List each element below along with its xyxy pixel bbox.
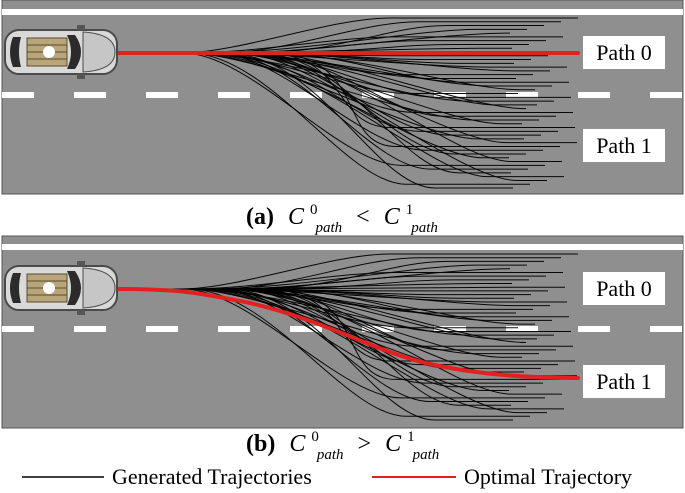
caption-b-sup2: 1 [407, 429, 415, 445]
top-lane-line-a [2, 9, 683, 15]
caption-a-op: < [356, 204, 370, 230]
svg-text:(a) C 0 path: (a) C 0 path < C 1 path [246, 194, 438, 238]
b-generated-trajectory [118, 288, 513, 421]
legend-optimal-label: Optimal Trajectory [464, 464, 632, 489]
generated-trajectories-b [118, 253, 578, 421]
caption-a: (a) C 0 path < C 1 path [246, 194, 438, 238]
legend-generated-label: Generated Trajectories [112, 464, 312, 489]
ego-car-a-icon [4, 24, 118, 80]
b-generated-trajectory [118, 253, 578, 290]
path0-label-a: Path 0 [583, 36, 665, 69]
path1-label-b: Path 1 [583, 365, 665, 398]
b-generated-trajectory [118, 288, 511, 406]
a-generated-trajectory [118, 52, 547, 181]
a-generated-trajectory [118, 52, 513, 189]
a-generated-trajectory [118, 52, 564, 178]
caption-a-sup1: 0 [310, 202, 318, 218]
a-generated-trajectory [118, 52, 524, 140]
path1-text-b: Path 1 [596, 369, 652, 394]
a-generated-trajectory [118, 52, 543, 151]
b-generated-trajectory [118, 288, 569, 318]
top-lane-line-b [2, 244, 683, 250]
caption-a-letter: (a) [246, 204, 274, 230]
a-generated-trajectory [118, 52, 528, 170]
path1-text-a: Path 1 [596, 133, 652, 158]
caption-a-c2: C [384, 204, 401, 230]
b-generated-trajectory [118, 288, 530, 417]
path0-text-b: Path 0 [596, 276, 652, 301]
a-generated-trajectory [118, 52, 560, 147]
path1-label-a: Path 1 [583, 129, 665, 162]
a-generated-trajectory [118, 52, 562, 163]
b-generated-trajectory [118, 288, 509, 391]
optimal-trajectory-b [116, 287, 580, 380]
b-generated-trajectory [118, 288, 562, 395]
b-generated-trajectory [118, 288, 543, 384]
caption-a-sub1: path [315, 220, 343, 236]
a-generated-trajectory [118, 52, 509, 159]
legend: Generated Trajectories Optimal Trajector… [22, 464, 632, 489]
panel-b: Path 0 Path 1 [1, 235, 684, 429]
svg-text:(b) C 0 path: (b) C 0 path > C 1 path [246, 421, 439, 465]
b-generated-trajectory [118, 288, 528, 403]
caption-b-c2: C [385, 431, 402, 457]
caption-b-sub1: path [316, 447, 344, 463]
ego-car-b-icon [4, 260, 118, 316]
caption-b-letter: (b) [246, 431, 275, 457]
caption-a-c1: C [288, 204, 305, 230]
caption-b: (b) C 0 path > C 1 path [246, 421, 439, 465]
caption-b-sub2: path [412, 447, 440, 463]
b-generated-trajectory [118, 288, 564, 410]
caption-b-c1: C [289, 431, 306, 457]
caption-b-op: > [358, 431, 372, 457]
path0-label-b: Path 0 [583, 272, 665, 305]
a-generated-trajectory [118, 52, 511, 174]
caption-a-sub2: path [410, 220, 438, 236]
path0-text-a: Path 0 [596, 40, 652, 65]
caption-b-sup1: 0 [311, 429, 319, 445]
panel-a: Path 0 Path 1 [1, 0, 684, 195]
b-generated-trajectory [118, 288, 539, 355]
caption-a-sup2: 1 [406, 202, 414, 218]
b-generated-trajectory [118, 288, 522, 358]
a-generated-trajectory [118, 52, 530, 185]
